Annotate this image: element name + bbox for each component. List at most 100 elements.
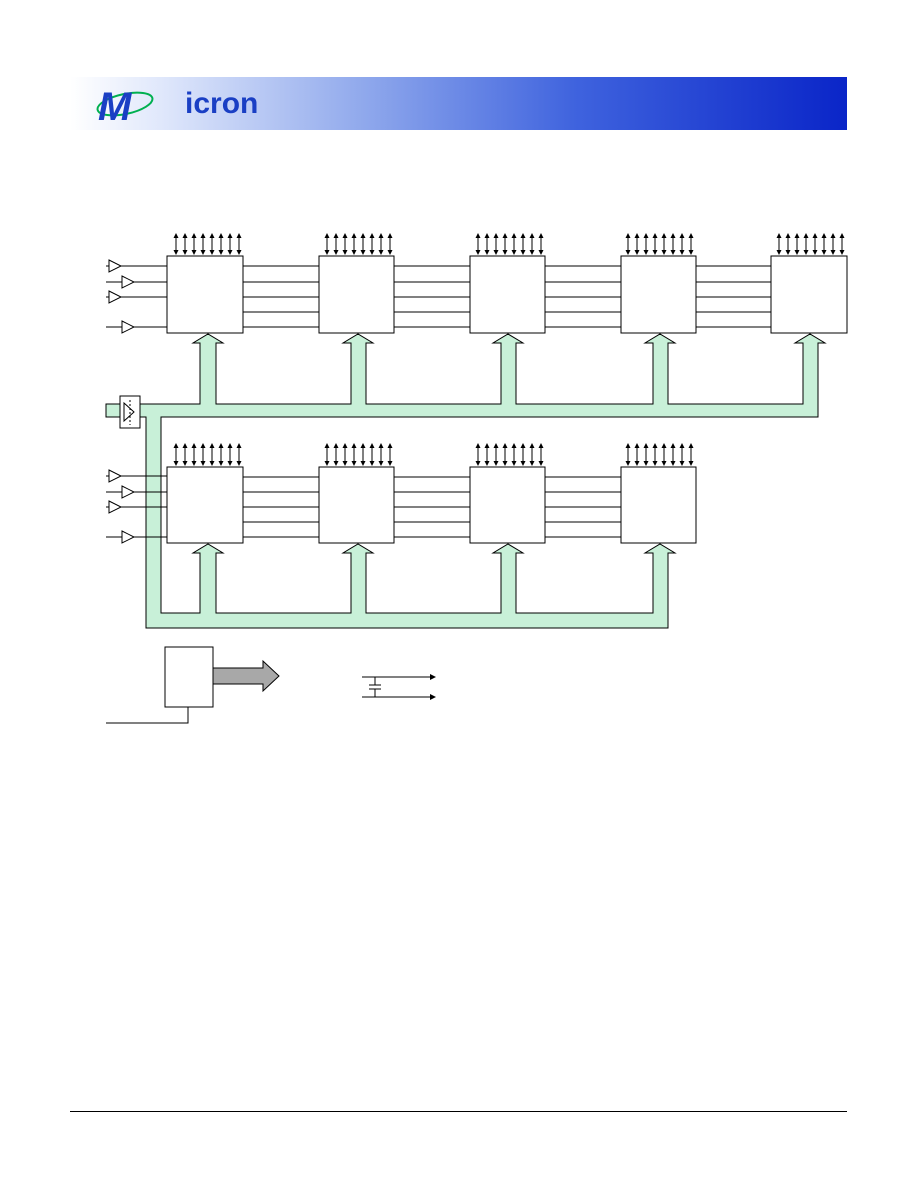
arrow-up-icon	[475, 443, 481, 448]
arrow-down-icon	[830, 250, 836, 255]
arrow-up-icon	[502, 443, 508, 448]
svg-text:M: M	[98, 85, 133, 129]
arrow-up-icon	[227, 443, 233, 448]
arrow-down-icon	[218, 461, 224, 466]
regulator-input-line	[106, 707, 189, 724]
top-block-2	[318, 255, 395, 334]
bottom-links	[243, 476, 621, 538]
arrow-up-icon	[227, 233, 233, 238]
arrow-up-icon	[360, 233, 366, 238]
arrow-down-icon	[839, 250, 845, 255]
arrow-up-icon	[182, 233, 188, 238]
arrow-up-icon	[538, 233, 544, 238]
arrow-up-icon	[839, 233, 845, 238]
arrow-down-icon	[369, 250, 375, 255]
arrow-up-icon	[369, 233, 375, 238]
arrow-up-icon	[387, 443, 393, 448]
arrow-down-icon	[634, 461, 640, 466]
arrow-down-icon	[182, 250, 188, 255]
arrow-down-icon	[333, 461, 339, 466]
arrow-up-icon	[209, 233, 215, 238]
arrow-down-icon	[493, 461, 499, 466]
arrow-down-icon	[218, 250, 224, 255]
arrow-up-icon	[502, 233, 508, 238]
arrow-up-icon	[351, 233, 357, 238]
arrow-down-icon	[821, 250, 827, 255]
top-bus	[105, 333, 827, 629]
capacitor-icon	[362, 674, 436, 700]
arrow-up-icon	[679, 233, 685, 238]
arrow-down-icon	[493, 250, 499, 255]
arrow-down-icon	[191, 461, 197, 466]
arrow-up-icon	[360, 443, 366, 448]
arrow-down-icon	[200, 461, 206, 466]
buffer-triangle-icon	[123, 401, 135, 423]
arrow-down-icon	[803, 250, 809, 255]
top-block-5	[770, 255, 848, 334]
arrow-up-icon	[785, 233, 791, 238]
arrow-up-icon	[236, 233, 242, 238]
arrow-down-icon	[538, 461, 544, 466]
arrow-up-icon	[484, 443, 490, 448]
arrow-up-icon	[634, 443, 640, 448]
top-block-1	[166, 255, 244, 334]
arrow-up-icon	[670, 233, 676, 238]
bottom-input-drivers	[106, 469, 167, 544]
arrow-down-icon	[182, 461, 188, 466]
arrow-down-icon	[652, 461, 658, 466]
arrow-down-icon	[227, 250, 233, 255]
arrow-down-icon	[387, 250, 393, 255]
arrow-up-icon	[484, 233, 490, 238]
arrow-up-icon	[688, 443, 694, 448]
arrow-up-icon	[475, 233, 481, 238]
arrow-down-icon	[643, 250, 649, 255]
arrow-down-icon	[520, 250, 526, 255]
arrow-up-icon	[652, 443, 658, 448]
footer-rule	[70, 1111, 847, 1112]
arrow-down-icon	[661, 461, 667, 466]
arrow-down-icon	[529, 461, 535, 466]
arrow-down-icon	[661, 250, 667, 255]
arrow-down-icon	[643, 461, 649, 466]
arrow-down-icon	[652, 250, 658, 255]
arrow-up-icon	[529, 443, 535, 448]
arrow-down-icon	[511, 461, 517, 466]
arrow-up-icon	[661, 233, 667, 238]
arrow-down-icon	[236, 250, 242, 255]
arrow-up-icon	[191, 443, 197, 448]
arrow-up-icon	[387, 233, 393, 238]
arrow-up-icon	[324, 443, 330, 448]
top-block-4	[620, 255, 697, 334]
arrow-down-icon	[511, 250, 517, 255]
arrow-down-icon	[679, 250, 685, 255]
arrow-up-icon	[493, 233, 499, 238]
arrow-up-icon	[191, 233, 197, 238]
arrow-down-icon	[369, 461, 375, 466]
arrow-down-icon	[342, 250, 348, 255]
arrow-down-icon	[387, 461, 393, 466]
arrow-up-icon	[520, 443, 526, 448]
arrow-up-icon	[378, 233, 384, 238]
arrow-up-icon	[538, 443, 544, 448]
arrow-up-icon	[679, 443, 685, 448]
arrow-up-icon	[200, 233, 206, 238]
arrow-up-icon	[688, 233, 694, 238]
arrow-up-icon	[625, 443, 631, 448]
arrow-down-icon	[634, 250, 640, 255]
arrow-up-icon	[351, 443, 357, 448]
arrow-down-icon	[209, 461, 215, 466]
arrow-up-icon	[369, 443, 375, 448]
top-block-3	[469, 255, 546, 334]
arrow-up-icon	[670, 443, 676, 448]
arrow-up-icon	[661, 443, 667, 448]
arrow-down-icon	[679, 461, 685, 466]
arrow-up-icon	[209, 443, 215, 448]
arrow-up-icon	[493, 443, 499, 448]
arrow-up-icon	[324, 233, 330, 238]
arrow-down-icon	[191, 250, 197, 255]
arrow-down-icon	[670, 250, 676, 255]
arrow-up-icon	[182, 443, 188, 448]
arrow-up-icon	[218, 233, 224, 238]
arrow-up-icon	[173, 233, 179, 238]
